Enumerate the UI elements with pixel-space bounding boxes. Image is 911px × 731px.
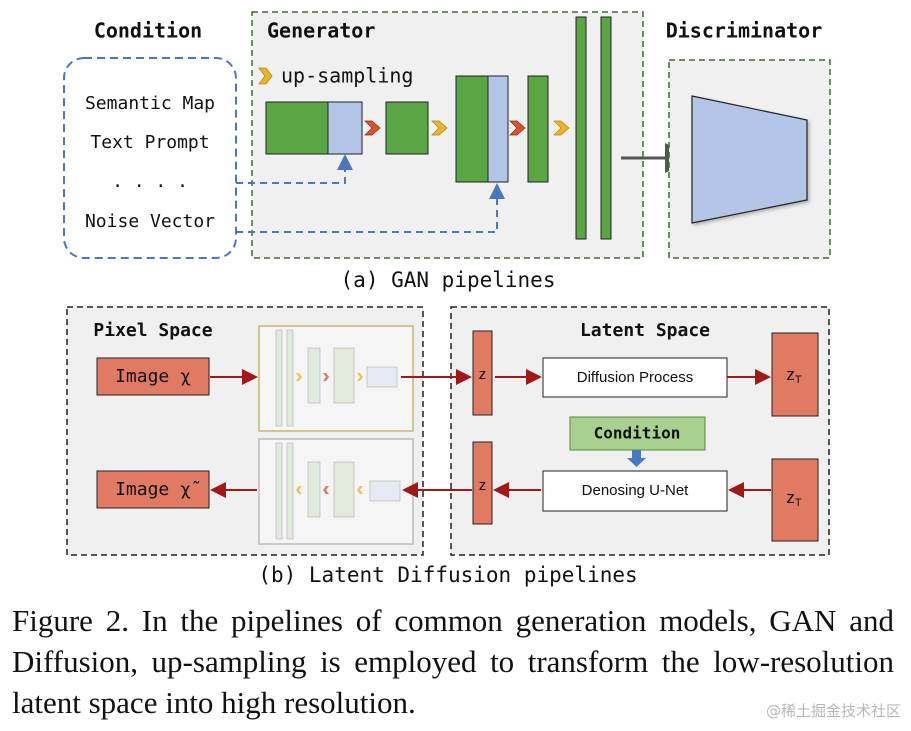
upsample-arrow-gold-1 bbox=[431, 120, 448, 136]
upsample-arrow-red-2 bbox=[509, 120, 526, 136]
discriminator-shape bbox=[691, 95, 808, 224]
denoising-unet-label: Denosing U-Net bbox=[582, 482, 690, 499]
zt-top-box bbox=[771, 332, 819, 417]
image-in-label: Image χ bbox=[115, 366, 191, 387]
gen-block-1-green bbox=[265, 101, 329, 155]
upsampling-legend-icon bbox=[258, 67, 273, 85]
condition-item-semantic-map: Semantic Map bbox=[85, 93, 215, 114]
discriminator-title: Discriminator bbox=[666, 19, 823, 43]
condition-box bbox=[63, 57, 237, 259]
pixel-space-title: Pixel Space bbox=[93, 320, 212, 341]
condition-title: Condition bbox=[94, 19, 202, 43]
encoder-mini-unet bbox=[258, 325, 414, 432]
condition-label-ldm: Condition bbox=[594, 424, 681, 443]
image-in-box bbox=[96, 357, 210, 396]
condition-connector-2 bbox=[236, 183, 505, 233]
gen-block-3-blue bbox=[487, 75, 509, 183]
subcaption-ldm: (b) Latent Diffusion pipelines bbox=[258, 563, 637, 587]
zt-bottom-label: zT bbox=[786, 488, 802, 508]
figure-caption: Figure 2. In the pipelines of common gen… bbox=[12, 603, 894, 720]
subcaption-gan: (a) GAN pipelines bbox=[341, 268, 556, 292]
decoder-mini-unet bbox=[258, 438, 414, 545]
image-out-label: Image χ̃ bbox=[115, 479, 200, 500]
z-bottom-label: z bbox=[479, 477, 487, 494]
condition-item-noise-vector: Noise Vector bbox=[85, 211, 215, 232]
diffusion-process-label: Diffusion Process bbox=[577, 369, 693, 386]
gen-block-4 bbox=[527, 75, 549, 183]
gen-block-2 bbox=[385, 101, 429, 155]
upsampling-label: up-sampling bbox=[281, 64, 413, 88]
watermark: @稀土掘金技术社区 bbox=[765, 702, 901, 720]
gen-block-3-green bbox=[455, 75, 489, 183]
condition-item-ellipsis: . . . . bbox=[112, 171, 188, 192]
gen-block-5b bbox=[600, 16, 612, 240]
generator-title: Generator bbox=[267, 19, 375, 43]
image-out-box bbox=[96, 470, 210, 509]
latent-space-title: Latent Space bbox=[580, 320, 710, 341]
z-top-box bbox=[472, 330, 493, 416]
gen-block-1-blue bbox=[327, 101, 363, 155]
pipeline-figure: Condition Semantic Map Text Prompt . . .… bbox=[63, 11, 831, 587]
z-bottom-box bbox=[472, 441, 493, 525]
condition-down-arrow bbox=[627, 450, 646, 467]
denoising-unet-box bbox=[542, 470, 728, 512]
zt-bottom-box bbox=[771, 458, 819, 542]
upsample-arrow-gold-2 bbox=[553, 120, 570, 136]
diffusion-process-box bbox=[542, 357, 728, 398]
gen-block-5a bbox=[575, 16, 587, 240]
condition-item-text-prompt: Text Prompt bbox=[90, 132, 209, 153]
zt-top-label: zT bbox=[786, 365, 802, 385]
condition-connector-1 bbox=[236, 154, 353, 184]
z-top-label: z bbox=[479, 366, 487, 383]
upsample-arrow-red-1 bbox=[364, 120, 381, 136]
